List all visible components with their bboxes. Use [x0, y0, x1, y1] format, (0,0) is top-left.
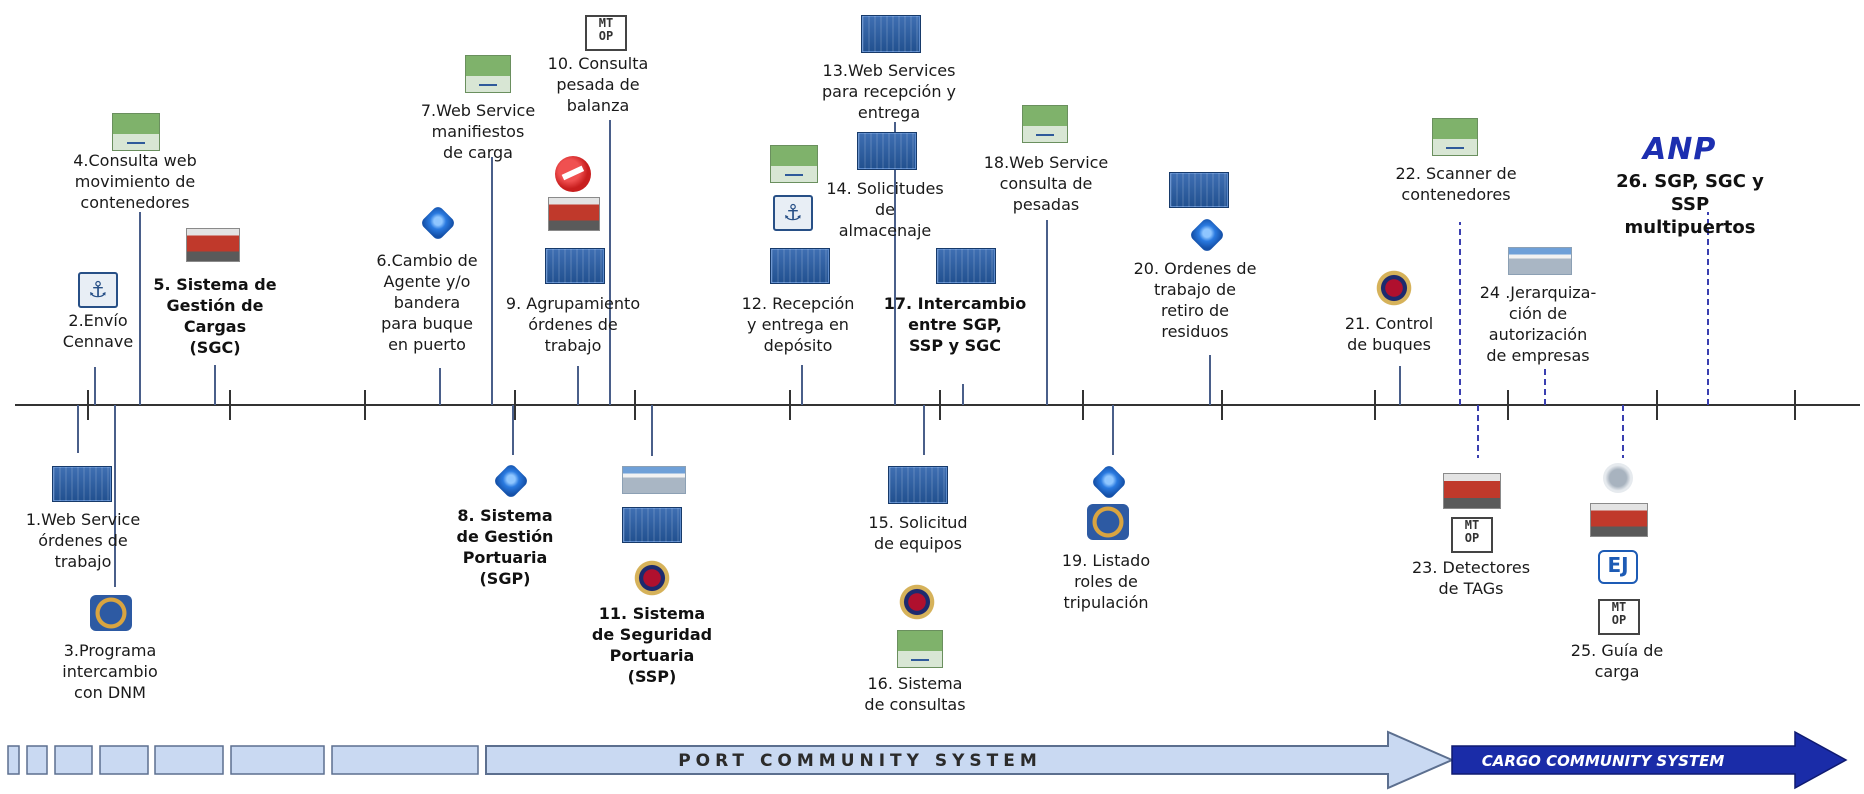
banner-block: [99, 745, 149, 775]
green-app-icon: [1432, 118, 1478, 156]
banner-block: [154, 745, 224, 775]
container-icon: [52, 466, 112, 502]
item-25-label: 25. Guía de carga: [1570, 641, 1664, 681]
item-3-label: 3.Programa intercambio con DNM: [62, 641, 158, 702]
seal-icon: [1603, 463, 1633, 493]
cargo-arrow: [1451, 730, 1848, 790]
item-16-label: 16. Sistema de consultas: [864, 674, 966, 714]
item-8-label: 8. Sistema de Gestión Portuaria (SGP): [456, 506, 554, 588]
item-15-label: 15. Solicitud de equipos: [868, 513, 968, 553]
building-icon: [622, 466, 686, 494]
item-5-label: 5. Sistema de Gestión de Cargas (SGC): [153, 275, 277, 357]
item-18-label: 18.Web Service consulta de pesadas: [983, 153, 1109, 214]
mtop-label: MT OP: [598, 16, 614, 43]
mtop-icon: MT OP: [1451, 517, 1493, 553]
container-icon: [861, 15, 921, 53]
item-13-label: 13.Web Services para recepción y entrega: [821, 61, 957, 122]
truck-icon: [548, 197, 600, 231]
item-14-label: 14. Solicitudes de almacenaje: [826, 179, 944, 240]
truck-icon: [186, 228, 240, 262]
navy-emblem-icon: [632, 558, 672, 598]
container-icon: [770, 248, 830, 284]
truck-icon: [1590, 503, 1648, 537]
mtop-label: MT OP: [1464, 518, 1480, 545]
item-10-label: 10. Consulta pesada de balanza: [547, 54, 649, 115]
community-system-banner: PORT COMMUNITY SYSTEM CARGO COMMUNITY SY…: [7, 730, 1848, 790]
item-2-label: 2.Envío Cennave: [62, 311, 134, 351]
port-arrow: [485, 730, 1455, 790]
mtop-icon: MT OP: [585, 15, 627, 51]
item-1-label: 1.Web Service órdenes de trabajo: [25, 510, 141, 571]
anchor-icon: ⚓: [78, 272, 118, 308]
item-11-label: 11. Sistema de Seguridad Portuaria (SSP): [591, 604, 713, 686]
banner-block: [230, 745, 325, 775]
banner-block: [331, 745, 479, 775]
building-icon: [1508, 247, 1572, 275]
red-circle-icon: [555, 156, 591, 192]
anp-logo: ANP: [1643, 132, 1716, 167]
item-21-label: 21. Control de buques: [1344, 314, 1434, 354]
item-22-label: 22. Scanner de contenedores: [1395, 164, 1517, 204]
container-icon: [936, 248, 996, 284]
green-app-icon: [1022, 105, 1068, 143]
ej-icon: EJ: [1598, 550, 1638, 584]
container-icon: [545, 248, 605, 284]
shield-icon: [1087, 504, 1129, 540]
ej-label: EJ: [1607, 553, 1629, 577]
item-17-label: 17. Intercambio entre SGP, SSP y SGC: [883, 294, 1027, 355]
item-7-label: 7.Web Service manifiestos de carga: [420, 101, 536, 162]
item-20-label: 20. Ordenes de trabajo de retiro de resi…: [1133, 259, 1257, 341]
green-app-icon: [112, 113, 160, 151]
anp-logo-text: ANP: [1643, 132, 1717, 167]
item-12-label: 12. Recepción y entrega en depósito: [741, 294, 855, 355]
shield-icon: [90, 595, 132, 631]
mtop-label: MT OP: [1611, 600, 1627, 627]
truck-icon: [1443, 473, 1501, 509]
banner-block: [26, 745, 48, 775]
green-app-icon: [770, 145, 818, 183]
banner-block: [7, 745, 20, 775]
navy-emblem-icon: [1374, 268, 1414, 308]
green-app-icon: [465, 55, 511, 93]
item-23-label: 23. Detectores de TAGs: [1411, 558, 1531, 598]
anchor-icon: ⚓: [773, 195, 813, 231]
item-24-label: 24 .Jerarquiza- ción de autorización de …: [1479, 283, 1597, 365]
container-icon: [1169, 172, 1229, 208]
mtop-icon: MT OP: [1598, 599, 1640, 635]
green-app-icon: [897, 630, 943, 668]
item-19-label: 19. Listado roles de tripulación: [1061, 551, 1151, 612]
container-icon: [857, 132, 917, 170]
container-icon: [622, 507, 682, 543]
item-9-label: 9. Agrupamiento órdenes de trabajo: [505, 294, 641, 355]
item-6-label: 6.Cambio de Agente y/o bandera para buqu…: [376, 251, 478, 354]
cargo-label: CARGO COMMUNITY SYSTEM: [1482, 752, 1725, 770]
item-26-label: 26. SGP, SGC y SSP multipuertos: [1616, 171, 1764, 238]
port-label: PORT COMMUNITY SYSTEM: [678, 751, 1042, 771]
item-4-label: 4.Consulta web movimiento de contenedore…: [73, 151, 197, 212]
banner-block: [54, 745, 93, 775]
container-icon: [888, 466, 948, 504]
navy-emblem-icon: [897, 582, 937, 622]
